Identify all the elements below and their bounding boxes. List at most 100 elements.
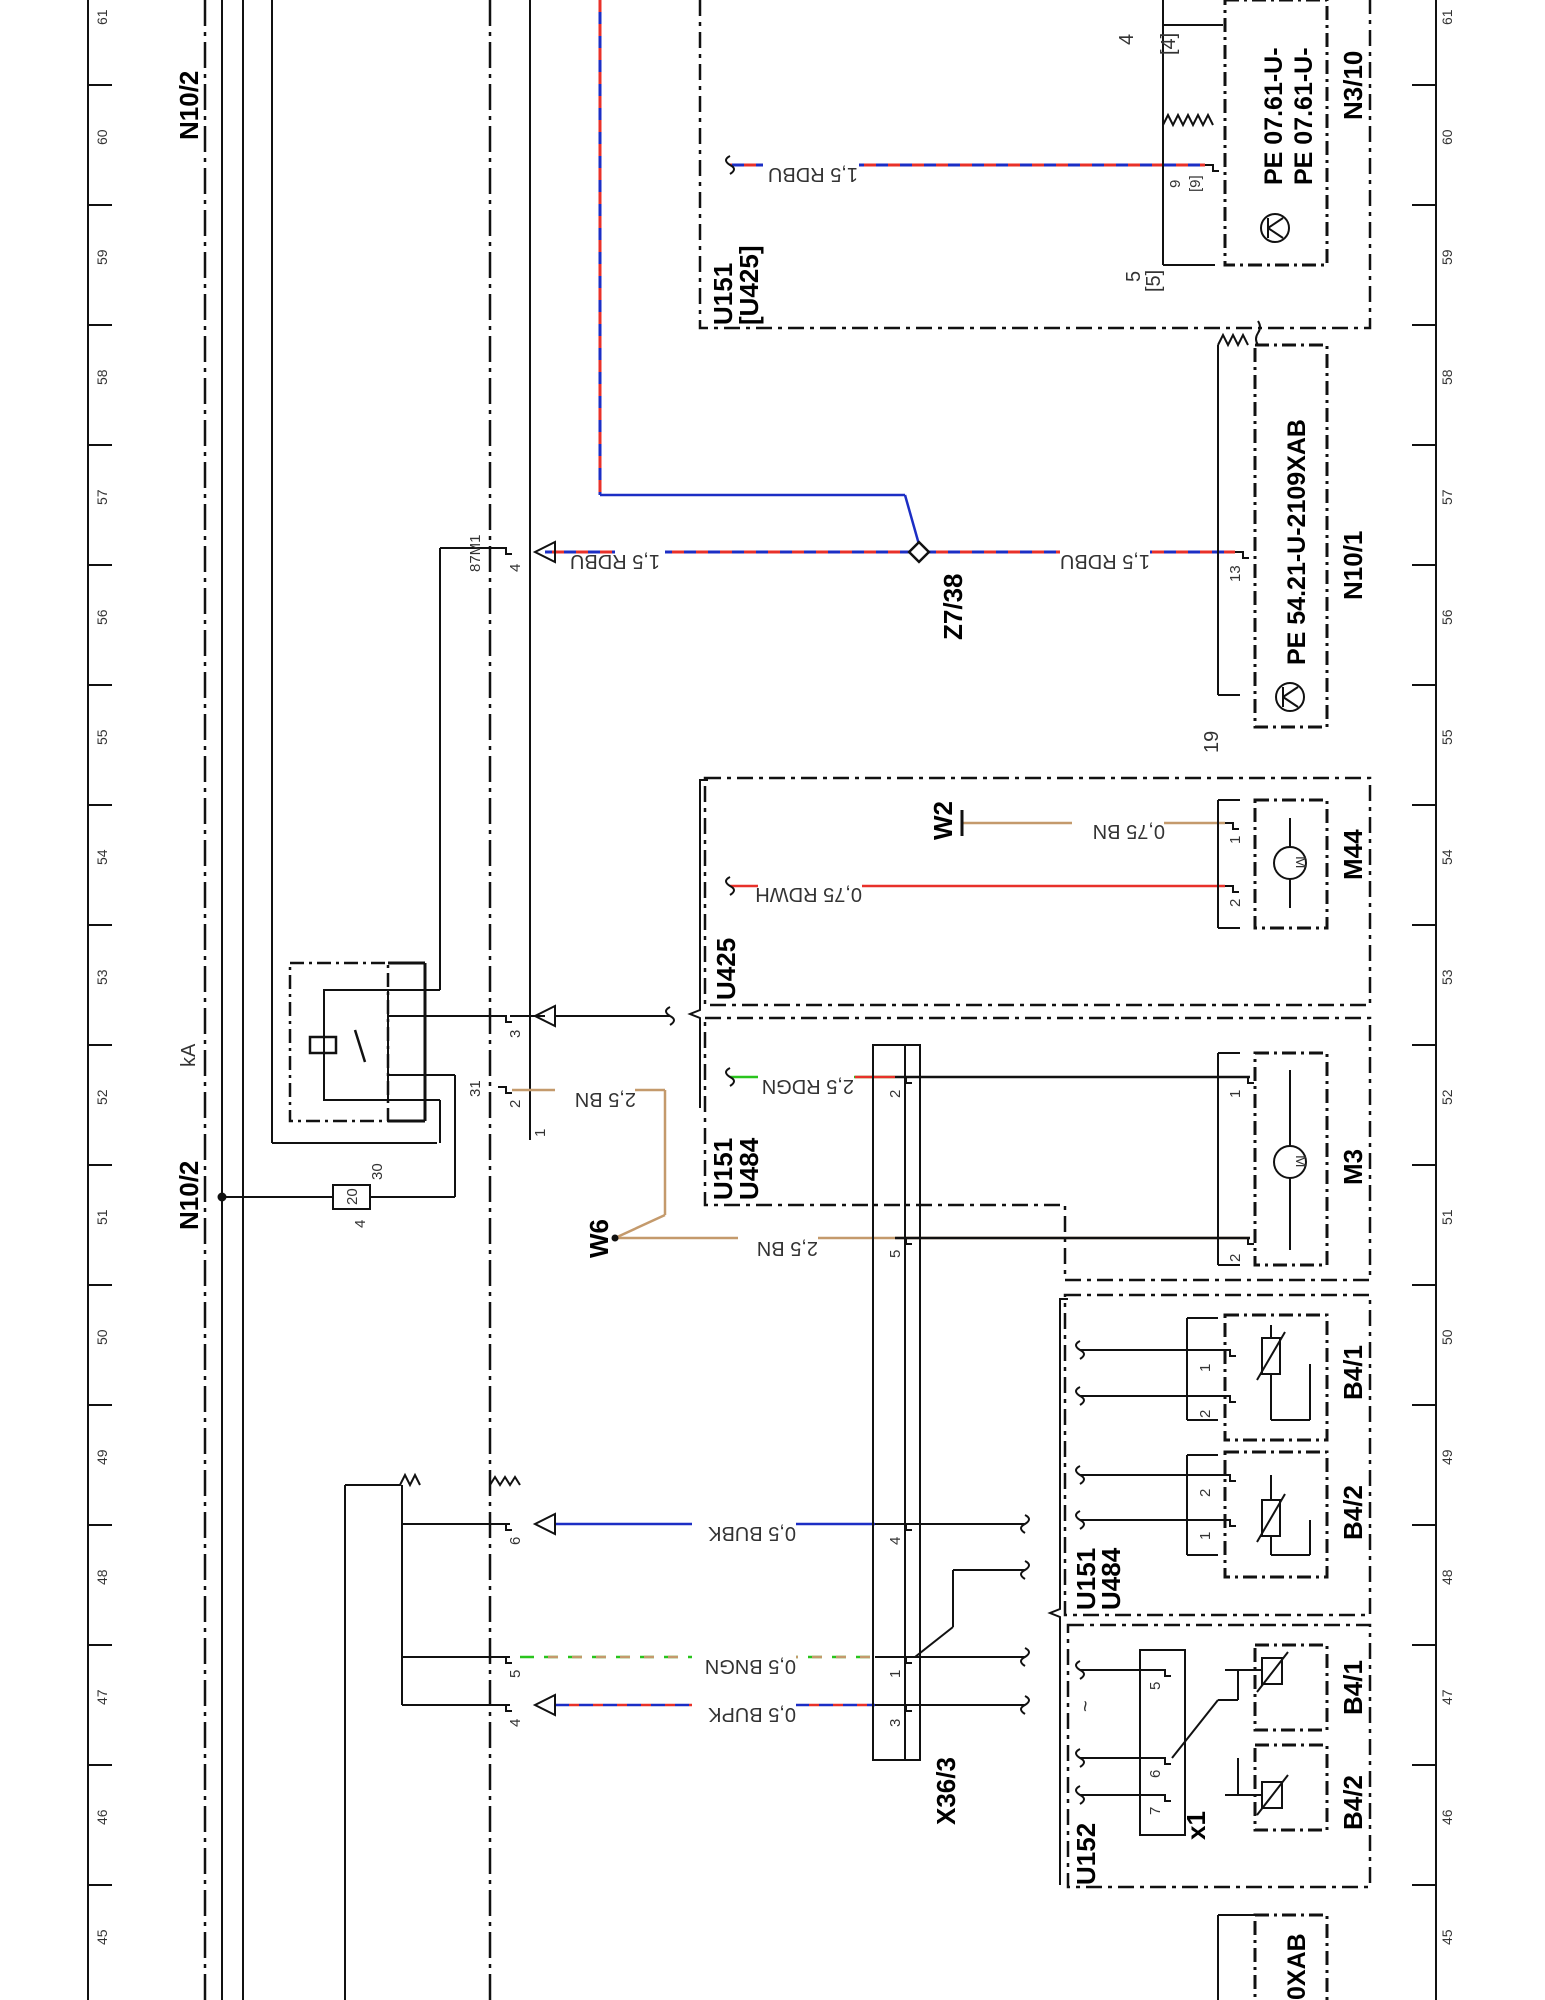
grid-frame bbox=[87, 0, 1437, 2000]
m3-pin-1: 1 bbox=[1227, 1090, 1244, 1098]
x1-pin-5: 5 bbox=[1147, 1682, 1164, 1690]
n3-10-pin-5b: [5] bbox=[1143, 270, 1165, 292]
grid-number: 45 bbox=[1439, 1929, 1455, 1945]
grid-number: 54 bbox=[94, 849, 110, 865]
m44-pin-2: 2 bbox=[1227, 899, 1244, 907]
n3-10-pin-9b: [9] bbox=[1187, 175, 1204, 192]
splice-z7-38 bbox=[907, 540, 931, 564]
z7-38-label: Z7/38 bbox=[938, 574, 968, 641]
wire-label-bn-w6: 2,5 BN bbox=[757, 1237, 818, 1259]
grid-number: 48 bbox=[94, 1569, 110, 1585]
wire-ends-u152 bbox=[1075, 1660, 1085, 1805]
n3-10-label: N3/10 bbox=[1338, 51, 1368, 120]
grid-number: 54 bbox=[1439, 849, 1455, 865]
b4-1-upper bbox=[1080, 1313, 1329, 1442]
fuse-20 bbox=[217, 1184, 455, 1210]
grid-number: 56 bbox=[1439, 609, 1455, 625]
grid-number: 51 bbox=[94, 1209, 110, 1225]
n3-10-pin-9: 9 bbox=[1167, 180, 1184, 188]
grid-number: 52 bbox=[1439, 1089, 1455, 1105]
pin-6-conn: 6 bbox=[507, 1537, 524, 1545]
wire-end-symbol bbox=[725, 1067, 735, 1087]
wire-label-rdbu-top: 1,5 RDBU bbox=[768, 163, 858, 185]
x36-pin-4: 4 bbox=[887, 1537, 904, 1545]
grid-number: 49 bbox=[94, 1449, 110, 1465]
n10-1-component bbox=[1217, 320, 1329, 729]
grid-number: 57 bbox=[94, 489, 110, 505]
wire-label-rdbu-relay: 1,5 RDBU bbox=[570, 550, 660, 572]
wire-label-bg bbox=[758, 1062, 854, 1090]
fuse-value: 20 bbox=[344, 1188, 361, 1205]
ka-label: kA bbox=[178, 1043, 200, 1067]
grid-number: 45 bbox=[94, 1929, 110, 1945]
pin-87m1: 87M1 bbox=[467, 534, 484, 572]
wire-label-bn-w2: 0,75 BN bbox=[1093, 820, 1165, 842]
u151-u425-box bbox=[698, 0, 1372, 330]
wire-label-bg bbox=[692, 1690, 796, 1718]
x36-3-connector bbox=[872, 1044, 1025, 1761]
b4-1-lower bbox=[1218, 1643, 1329, 1732]
n10-1-pin-19: 19 bbox=[1201, 731, 1223, 753]
grid-number: 59 bbox=[94, 249, 110, 265]
wire-ends-lower-box bbox=[1075, 1340, 1085, 1530]
grid-number: 48 bbox=[1439, 1569, 1455, 1585]
wire-label-bg bbox=[692, 1642, 796, 1670]
wire-label-bg bbox=[692, 1509, 796, 1537]
grid-number: 47 bbox=[94, 1689, 110, 1705]
pin-1-conn: 1 bbox=[532, 1129, 549, 1137]
bracket-lower bbox=[1047, 1298, 1068, 1625]
grid-number: 60 bbox=[1439, 129, 1455, 145]
n3-10-pe-b: PE 07.61-U- bbox=[1290, 47, 1318, 185]
x36-pin-1: 1 bbox=[887, 1670, 904, 1678]
n10-1-pin-13: 13 bbox=[1227, 565, 1244, 582]
u484-mid: U484 bbox=[734, 1137, 764, 1200]
grid-numbers-left: 61 60 59 58 57 56 55 54 53 52 51 50 49 4… bbox=[94, 9, 110, 1945]
wire-rdbu-diag bbox=[903, 494, 922, 549]
n3-10-component bbox=[1162, 0, 1329, 267]
b4-1-upper-label: B4/1 bbox=[1338, 1345, 1368, 1400]
ground-arrow-4 bbox=[532, 1693, 556, 1717]
grid-number: 55 bbox=[1439, 729, 1455, 745]
grid-numbers-right: 61 60 59 58 57 56 55 54 53 52 51 50 49 4… bbox=[1439, 9, 1455, 1945]
fuse-pin-4: 4 bbox=[352, 1220, 369, 1228]
wire-label-bupk: 0,5 BUPK bbox=[708, 1703, 796, 1725]
n3-10-pe-a: PE 07.61-U- bbox=[1260, 47, 1288, 185]
fuse-pin-30: 30 bbox=[369, 1163, 386, 1180]
wire-end-symbol bbox=[665, 1006, 675, 1026]
u425-label: U425 bbox=[711, 938, 741, 1000]
u484-lower: U484 bbox=[1096, 1547, 1126, 1610]
wire-label-rdgn: 2,5 RDGN bbox=[762, 1075, 854, 1097]
wire-label-bngn: 0,5 BNGN bbox=[705, 1655, 796, 1677]
grid-number: 46 bbox=[1439, 1809, 1455, 1825]
wire-label-bg bbox=[615, 538, 665, 566]
wire-label-bg bbox=[1072, 808, 1164, 836]
m3-pin-2: 2 bbox=[1227, 1254, 1244, 1262]
relay-ka bbox=[288, 547, 498, 1197]
n10-1-pe: PE 54.21-U-2109XAB bbox=[1283, 419, 1311, 665]
m3-motor bbox=[1217, 1051, 1329, 1267]
u425-upper: [U425] bbox=[734, 246, 764, 325]
grid-number: 46 bbox=[94, 1809, 110, 1825]
pin-3: 3 bbox=[507, 1030, 524, 1038]
grid-number: 53 bbox=[94, 969, 110, 985]
wire-label-bg bbox=[1060, 538, 1150, 566]
wire-label-rdwh: 0,75 RDWH bbox=[755, 883, 862, 905]
grid-number: 50 bbox=[1439, 1329, 1455, 1345]
n10-2-label-top: N10/2 bbox=[174, 71, 204, 140]
u151-u484-box bbox=[703, 1016, 1372, 1282]
b4-2-upper-pin-1: 1 bbox=[1197, 1532, 1214, 1540]
grid-ticks bbox=[88, 84, 1436, 1886]
m3-motor-m: M bbox=[1292, 1155, 1309, 1168]
grid-number: 57 bbox=[1439, 489, 1455, 505]
b4-2-lower bbox=[1225, 1743, 1329, 1832]
x1-connector bbox=[1080, 1649, 1219, 1836]
pin-31: 31 bbox=[467, 1080, 484, 1097]
grid-number: 60 bbox=[94, 129, 110, 145]
grid-number: 61 bbox=[1439, 9, 1455, 25]
m44-pin-1: 1 bbox=[1227, 836, 1244, 844]
wire-label-bubk: 0,5 BUBK bbox=[708, 1522, 796, 1544]
wire-end-symbol bbox=[725, 876, 735, 896]
b4-2-upper-label: B4/2 bbox=[1338, 1485, 1368, 1540]
pin-5-conn: 5 bbox=[507, 1670, 524, 1678]
grid-number: 52 bbox=[94, 1089, 110, 1105]
